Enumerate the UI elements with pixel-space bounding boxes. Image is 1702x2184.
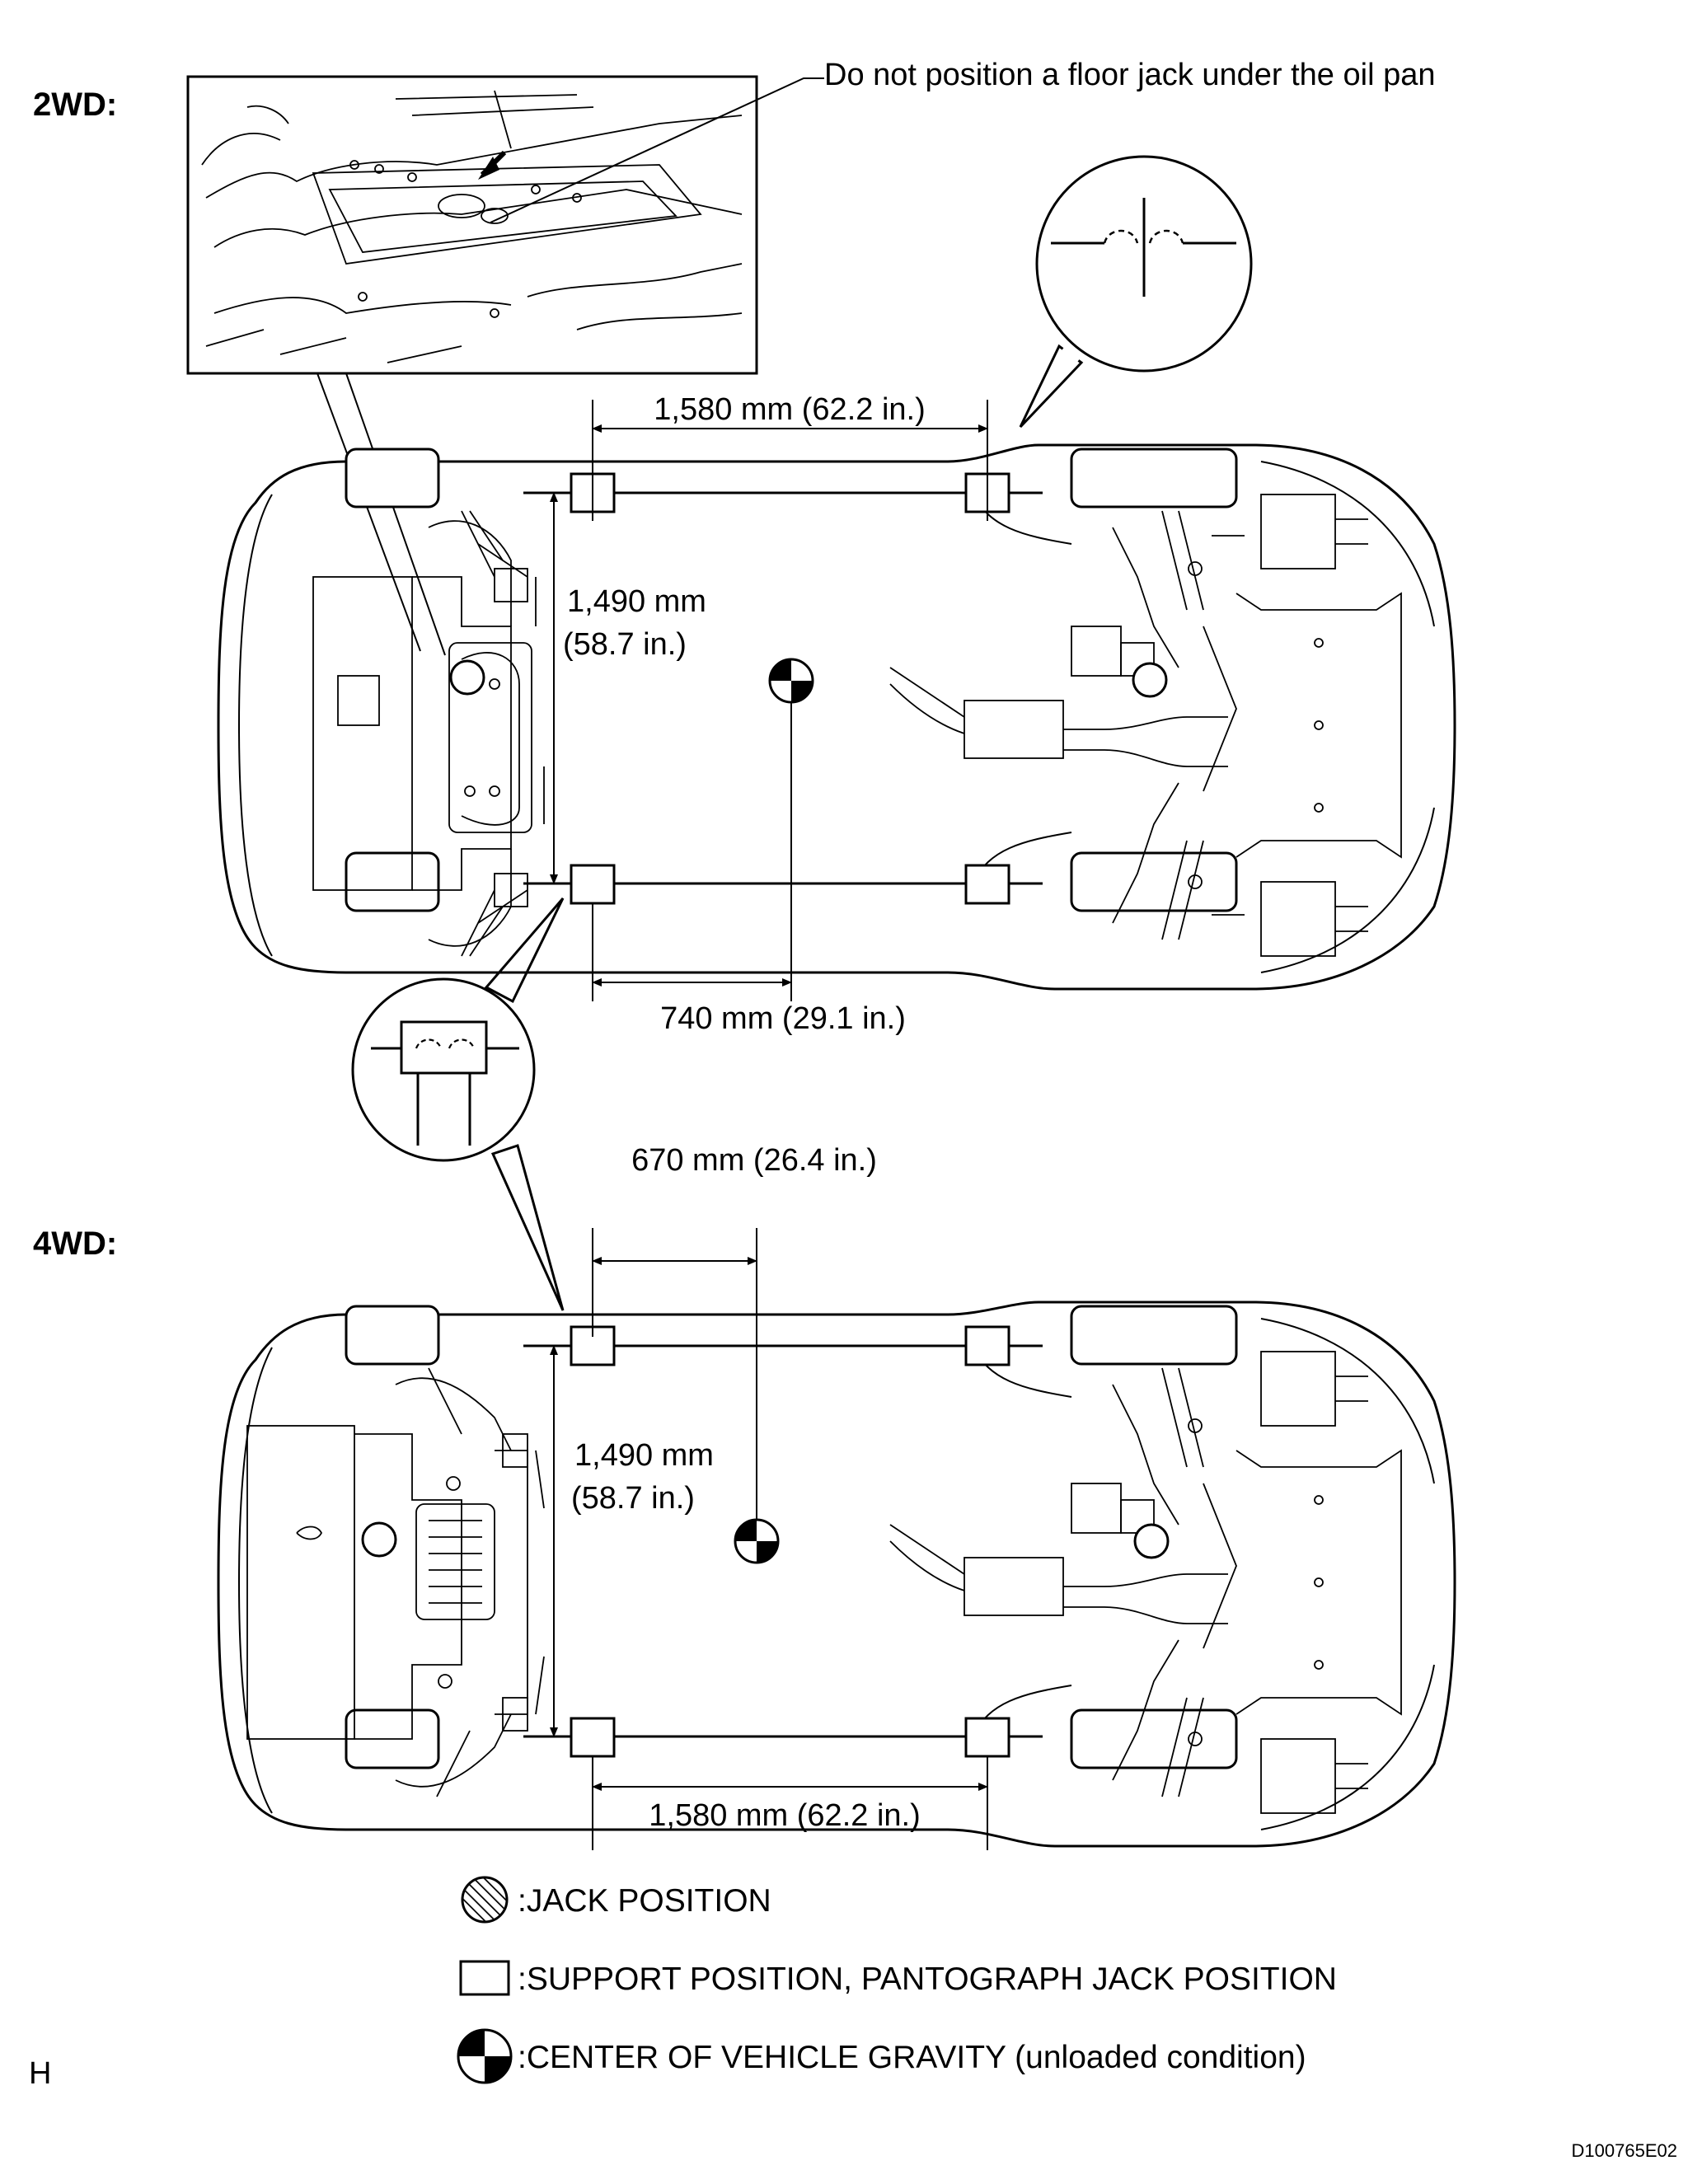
legend-gravity-label: :CENTER OF VEHICLE GRAVITY (unloaded con… (518, 2040, 1306, 2075)
inset-leader-left (316, 373, 421, 652)
support-position-icon (459, 1960, 510, 1996)
legend: :JACK POSITION :SUPPORT POSITION, PANTOG… (457, 1876, 1337, 2084)
cg-offset-2wd-label: 740 mm (29.1 in.) (660, 1001, 906, 1036)
figure-code: D100765E02 (1572, 2140, 1677, 2161)
section-label-4wd: 4WD: (33, 1226, 117, 1262)
jack-position-icon (461, 1876, 509, 1924)
track-2wd-label-line2: (58.7 in.) (563, 627, 687, 662)
legend-support-label: :SUPPORT POSITION, PANTOGRAPH JACK POSIT… (518, 1961, 1337, 1997)
vehicle-underside-2wd (217, 443, 1456, 991)
vehicle-underside-4wd (217, 1301, 1456, 1848)
inset-leader-right (345, 373, 446, 656)
oil-pan-detail-inset (186, 75, 758, 375)
rail-detail-pointer-up (484, 898, 565, 1004)
rail-detail-pointer-down (490, 1144, 565, 1311)
section-label-2wd: 2WD: (33, 87, 117, 123)
rail-detail-circle-bottom (351, 977, 536, 1162)
oil-pan-callout-text: Do not position a floor jack under the o… (824, 58, 1435, 92)
wheelbase-4wd-label: 1,580 mm (62.2 in.) (649, 1798, 920, 1833)
callout-leader-line (490, 77, 824, 223)
rail-detail-circle-top (1035, 155, 1253, 373)
center-of-gravity-marker-2wd (768, 658, 814, 704)
legend-jack-label: :JACK POSITION (518, 1883, 771, 1919)
center-of-gravity-icon (457, 2028, 513, 2084)
track-4wd-label-line1: 1,490 mm (574, 1438, 714, 1473)
track-2wd-label-line1: 1,490 mm (567, 584, 706, 619)
center-of-gravity-marker-4wd (734, 1518, 780, 1564)
wheelbase-2wd-label: 1,580 mm (62.2 in.) (654, 392, 925, 427)
cg-offset-4wd-label: 670 mm (26.4 in.) (631, 1143, 877, 1178)
corner-letter: H (29, 2056, 51, 2091)
track-4wd-label-line2: (58.7 in.) (571, 1481, 695, 1516)
